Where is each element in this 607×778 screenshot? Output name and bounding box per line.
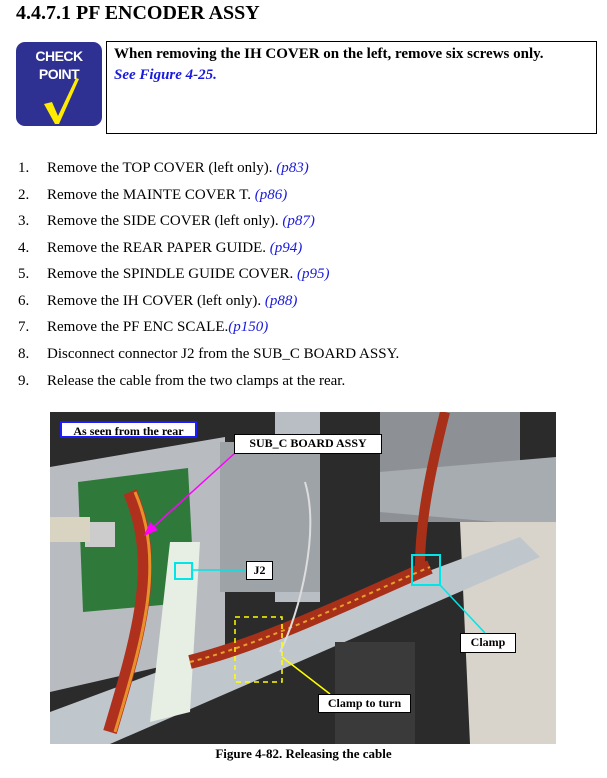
j2-callout: J2 bbox=[246, 561, 273, 580]
step-text: Release the cable from the two clamps at… bbox=[47, 373, 346, 389]
clamp-to-turn-callout: Clamp to turn bbox=[318, 694, 411, 713]
step-number: 5. bbox=[18, 266, 30, 282]
step-text: Remove the SIDE COVER (left only). bbox=[47, 213, 283, 229]
figure-photo: As seen from the rear SUB_C BOARD ASSY J… bbox=[50, 412, 556, 744]
photo-illustration bbox=[50, 412, 556, 744]
step-number: 2. bbox=[18, 187, 30, 203]
board-callout: SUB_C BOARD ASSY bbox=[234, 434, 382, 454]
figure-link[interactable]: See Figure 4-25. bbox=[114, 67, 217, 83]
step-text: Remove the REAR PAPER GUIDE. bbox=[47, 240, 270, 256]
page-link[interactable]: (p86) bbox=[254, 187, 288, 203]
page-link[interactable]: (p150) bbox=[228, 319, 269, 335]
step-number: 4. bbox=[18, 240, 30, 256]
check-point-box: When removing the IH COVER on the left, … bbox=[106, 41, 597, 134]
step-text: Remove the MAINTE COVER T. bbox=[47, 187, 255, 203]
step-text: Remove the TOP COVER (left only). bbox=[47, 160, 277, 176]
checkmark-icon bbox=[44, 78, 79, 124]
page-link[interactable]: (p88) bbox=[264, 293, 298, 309]
page-link[interactable]: (p95) bbox=[296, 266, 330, 282]
step-number: 9. bbox=[18, 373, 30, 389]
step-number: 1. bbox=[18, 160, 30, 176]
page-link[interactable]: (p87) bbox=[282, 213, 315, 229]
page-link[interactable]: (p83) bbox=[276, 160, 309, 176]
check-point-text: When removing the IH COVER on the left, … bbox=[114, 46, 544, 62]
step-text: Remove the IH COVER (left only). bbox=[47, 293, 265, 309]
check-point-icon: CHECK POINT bbox=[16, 42, 102, 126]
step-number: 3. bbox=[18, 213, 30, 229]
check-label: CHECK bbox=[35, 48, 83, 64]
step-text: Remove the SPINDLE GUIDE COVER. bbox=[47, 266, 297, 282]
section-title: 4.4.7.1 PF ENCODER ASSY bbox=[16, 2, 260, 24]
point-label: POINT bbox=[38, 66, 80, 82]
step-number: 7. bbox=[18, 319, 30, 335]
figure-caption: Figure 4-82. Releasing the cable bbox=[215, 746, 392, 761]
view-label: As seen from the rear bbox=[60, 421, 197, 438]
step-number: 8. bbox=[18, 346, 30, 362]
step-text: Remove the PF ENC SCALE. bbox=[47, 319, 229, 335]
step-number: 6. bbox=[18, 293, 30, 309]
clamp-callout: Clamp bbox=[460, 633, 516, 653]
step-text: Disconnect connector J2 from the SUB_C B… bbox=[47, 346, 400, 362]
page-link[interactable]: (p94) bbox=[269, 240, 303, 256]
